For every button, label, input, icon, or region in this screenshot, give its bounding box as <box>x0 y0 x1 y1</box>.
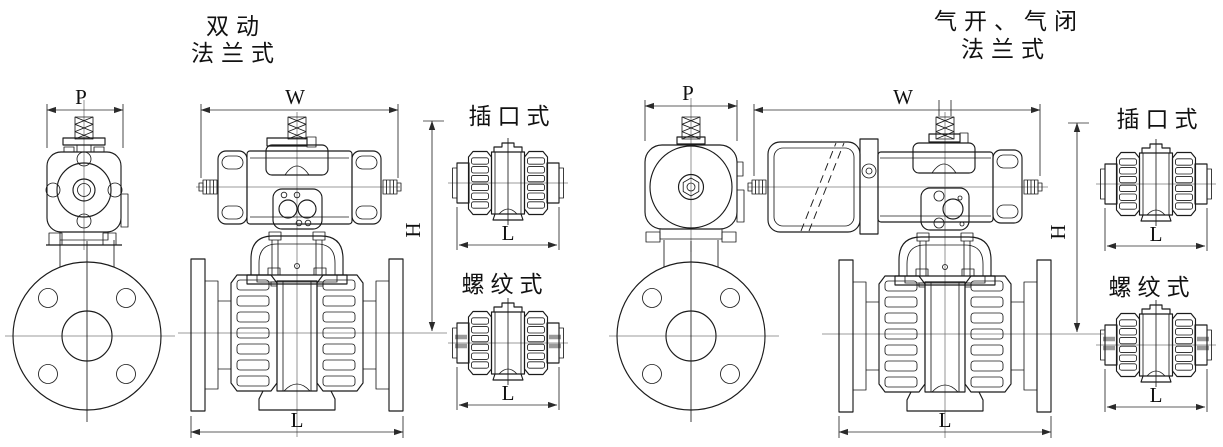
right-flange-front-view <box>608 239 780 423</box>
left-threaded-dim-l: L <box>502 381 515 405</box>
threaded-valve <box>448 298 568 385</box>
valve-stem <box>74 116 94 140</box>
left-front-dim-p: P <box>75 85 87 109</box>
valve-stem <box>681 116 701 140</box>
actuator-end-cap <box>351 150 382 225</box>
valve-stem <box>935 116 955 140</box>
socket-valve <box>448 138 568 225</box>
right-threaded-label: 螺纹式 <box>1109 275 1196 300</box>
socket-valve <box>1096 139 1216 226</box>
left-threaded-variant: 螺纹式 L <box>448 272 568 410</box>
right-main-view: W H L <box>747 85 1104 438</box>
right-main-dim-h: H <box>1046 224 1070 239</box>
right-front-dim-p: P <box>682 81 694 105</box>
left-title-line1: 双动 <box>206 14 266 39</box>
left-flange-front-view <box>4 239 176 423</box>
valve-stem <box>287 116 307 140</box>
right-threaded-dim-l: L <box>1150 383 1163 407</box>
left-socket-dim-l: L <box>502 221 515 245</box>
titles: 双动 法兰式 气开、气闭 法兰式 <box>191 9 1084 66</box>
left-main-dim-h: H <box>401 222 425 237</box>
left-main-dim-w: W <box>285 85 305 109</box>
actuator-end-cap <box>217 150 248 225</box>
left-socket-variant: 插口式 L <box>448 104 568 250</box>
right-main-dim-w: W <box>893 85 913 109</box>
right-front-view: P <box>644 81 745 252</box>
left-title-line2: 法兰式 <box>191 41 281 66</box>
right-socket-dim-l: L <box>1150 222 1163 246</box>
right-threaded-variant: 螺纹式 L <box>1096 275 1216 412</box>
right-title-line1: 气开、气闭 <box>934 9 1084 34</box>
threaded-valve <box>1096 300 1216 387</box>
right-main-dim-l: L <box>939 408 952 432</box>
actuator-end-cap <box>992 149 1023 224</box>
left-threaded-label: 螺纹式 <box>462 272 549 297</box>
left-main-dim-l: L <box>291 408 304 432</box>
right-socket-variant: 插口式 L <box>1096 107 1216 251</box>
left-socket-label: 插口式 <box>469 104 556 129</box>
right-title-line2: 法兰式 <box>961 37 1051 62</box>
left-main-view: W H L <box>178 85 447 438</box>
right-socket-label: 插口式 <box>1117 107 1204 132</box>
left-front-view: P <box>45 85 129 250</box>
